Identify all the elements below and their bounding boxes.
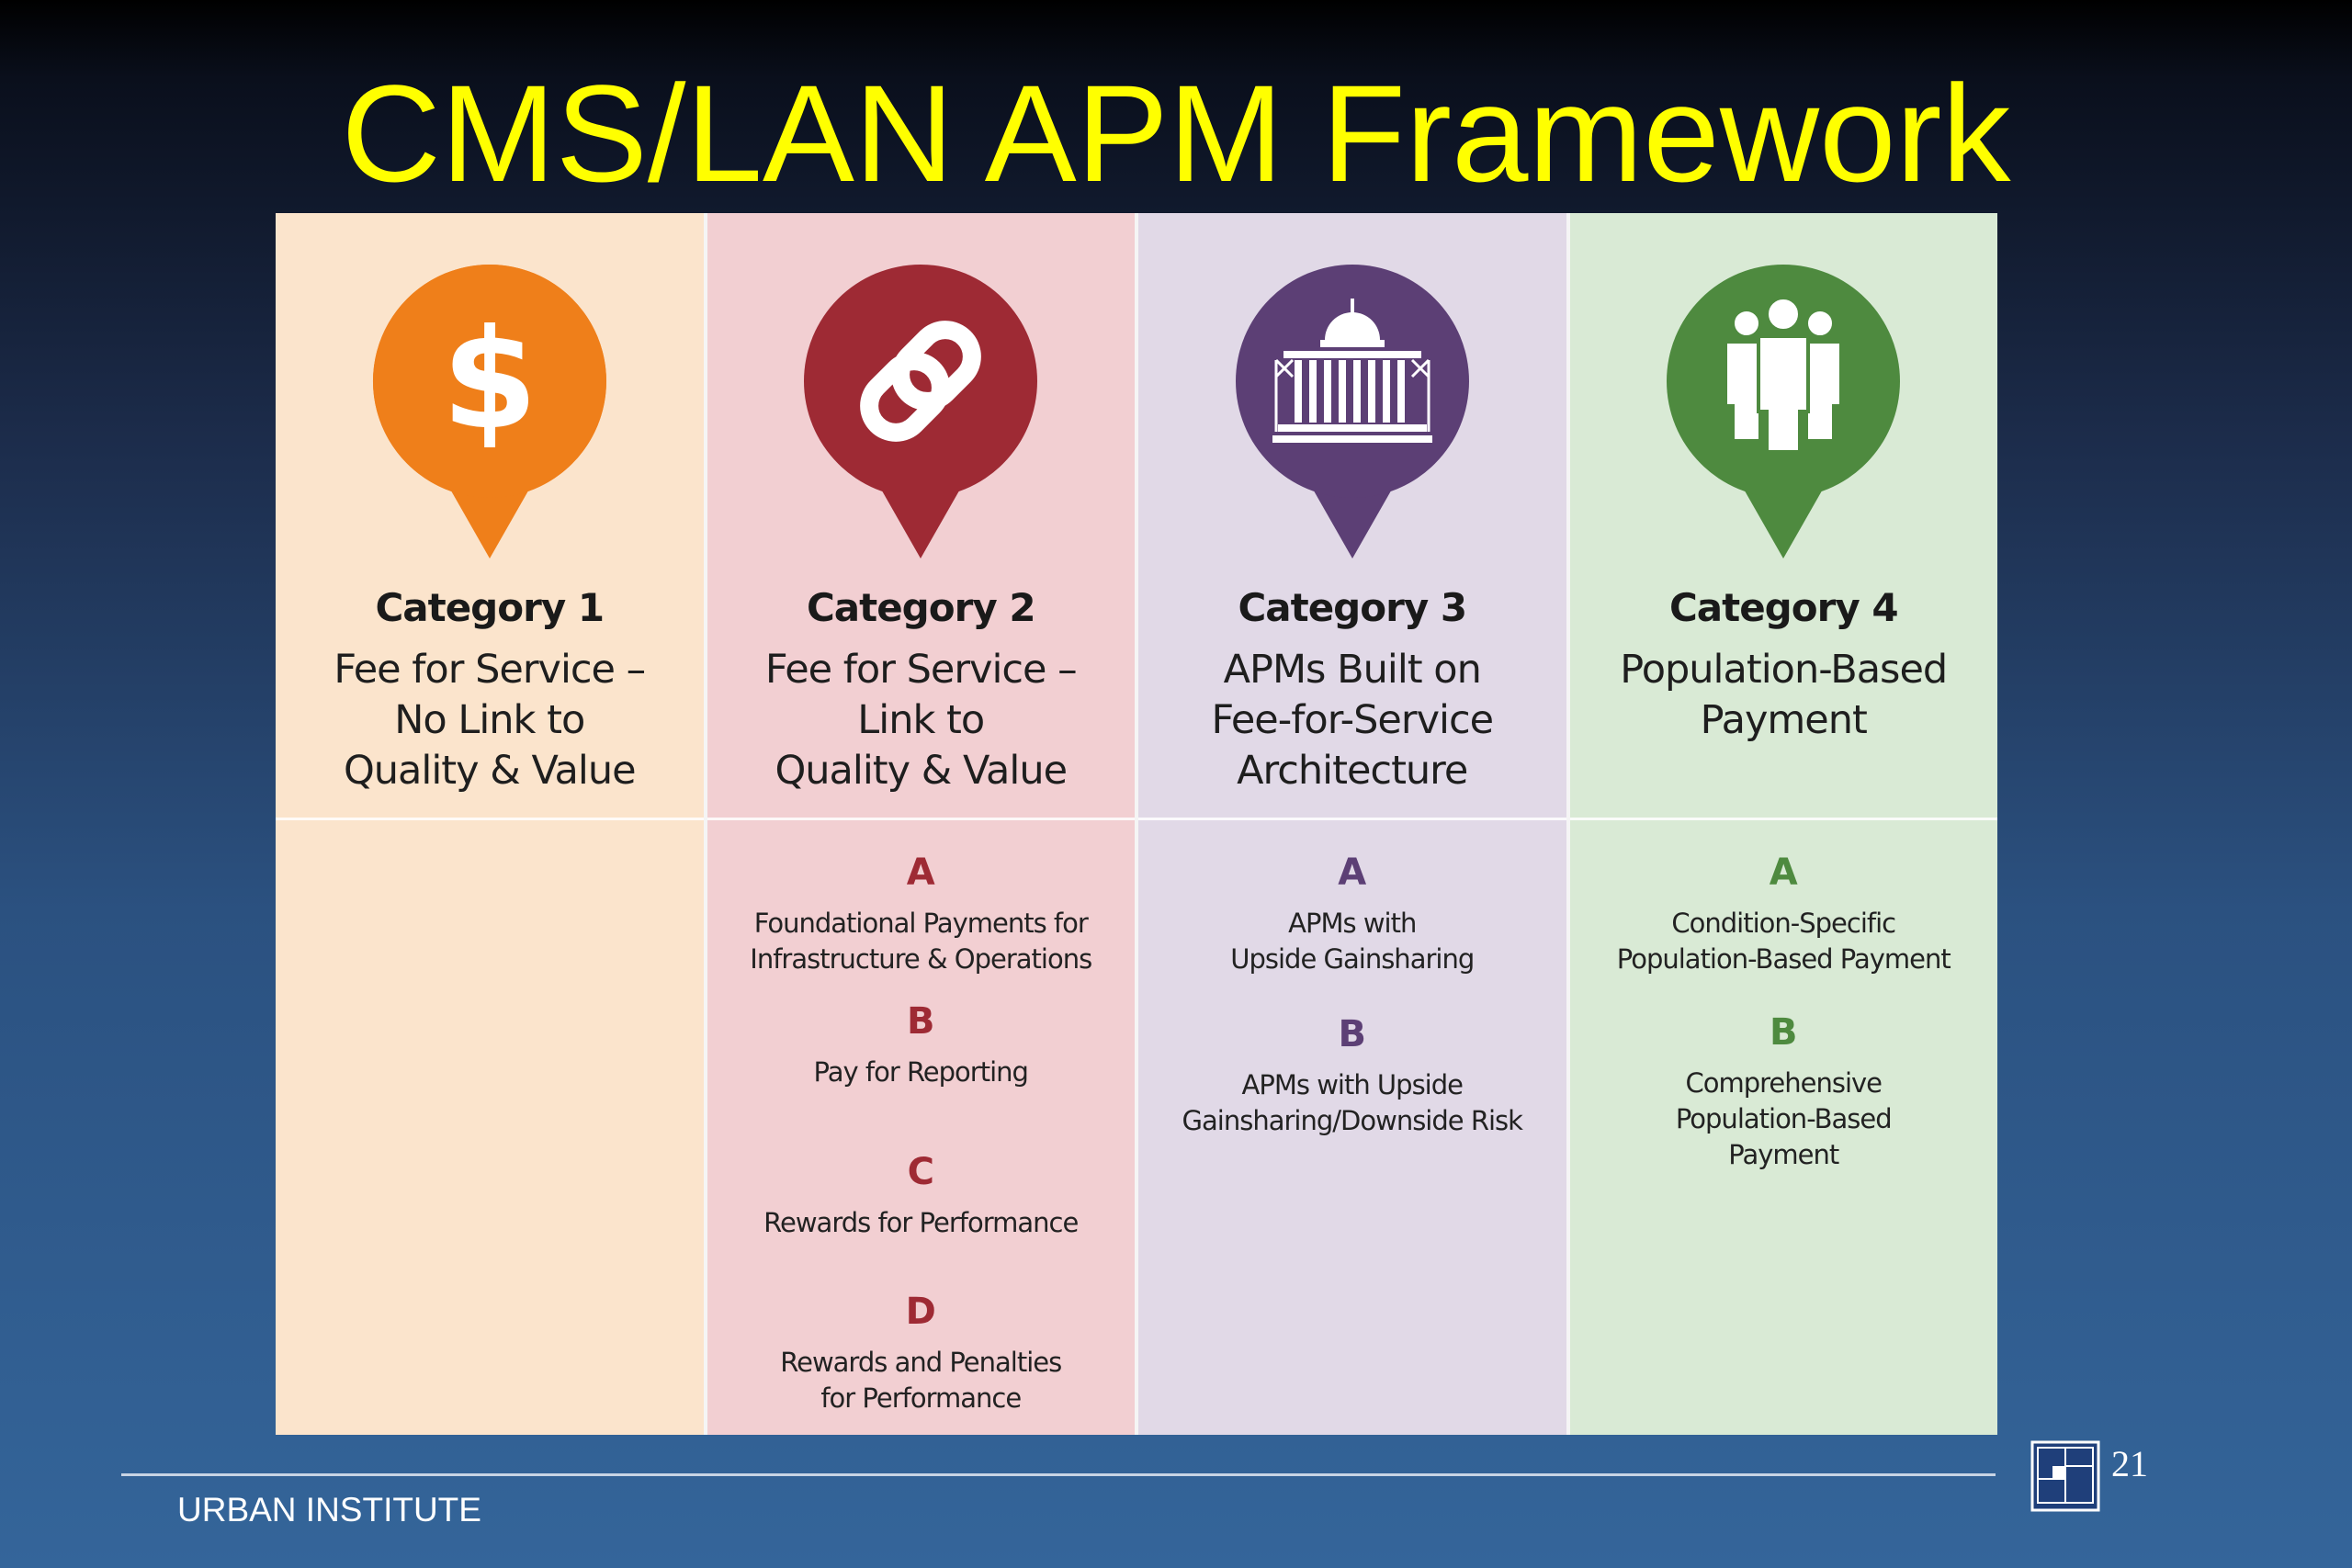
subcategory-text: Rewards for Performance [763, 1207, 1079, 1238]
apm-framework-table: $ Category 1 Fee for Service – No Link t… [276, 213, 1997, 1435]
category-3-column: Category 3 APMs Built on Fee-for-Service… [1135, 213, 1566, 1435]
page-number: 21 [2111, 1443, 2148, 1484]
category-2-column: Category 2 Fee for Service – Link to Qua… [703, 213, 1135, 1435]
chain-link-icon [797, 257, 1045, 565]
subcategory-letter: D [905, 1291, 936, 1333]
category-description: APMs Built on Fee-for-Service Architectu… [1211, 647, 1494, 794]
subcategory-text: Condition-Specific Population-Based Paym… [1616, 908, 1951, 975]
urban-institute-logo-icon [2030, 1440, 2100, 1512]
category-description: Population-Based Payment [1620, 647, 1948, 743]
subcategory-4a: A Condition-Specific Population-Based Pa… [1579, 851, 1989, 977]
capitol-building-icon [1228, 257, 1476, 565]
subcategory-text: Foundational Payments for Infrastructure… [750, 908, 1092, 975]
subcategory-letter: A [906, 852, 935, 894]
subcategory-text: APMs with Upside Gainsharing/Downside Ri… [1182, 1069, 1523, 1136]
category-1-column: $ Category 1 Fee for Service – No Link t… [276, 213, 704, 1435]
category-description: Fee for Service – No Link to Quality & V… [334, 647, 646, 794]
footer-divider [121, 1473, 1996, 1476]
subcategory-letter: B [1770, 1011, 1798, 1054]
subcategory-4b: B Comprehensive Population-Based Payment [1579, 1010, 1989, 1173]
category-heading: Category 4 [1668, 585, 1899, 630]
subcategory-letter: A [1769, 852, 1798, 894]
subcategory-letter: B [907, 1000, 935, 1043]
subcategory-text: Pay for Reporting [813, 1056, 1029, 1088]
subcategory-letter: A [1338, 852, 1367, 894]
category-heading: Category 2 [806, 585, 1036, 630]
subcategory-2c: C Rewards for Performance [717, 1150, 1126, 1241]
row-divider [1569, 818, 1997, 820]
dollar-sign-icon: $ [366, 257, 614, 565]
subcategory-2a: A Foundational Payments for Infrastructu… [717, 851, 1126, 977]
row-divider [276, 818, 704, 820]
footer-organization: URBAN INSTITUTE [177, 1491, 481, 1529]
subcategory-letter: B [1338, 1013, 1367, 1055]
subcategory-2d: D Rewards and Penalties for Performance [717, 1290, 1126, 1416]
category-heading: Category 3 [1238, 585, 1467, 630]
people-group-icon [1659, 257, 1907, 565]
svg-text:$: $ [442, 300, 537, 460]
row-divider [1138, 818, 1566, 820]
subcategory-letter: C [907, 1151, 934, 1193]
row-divider [707, 818, 1135, 820]
subcategory-text: Rewards and Penalties for Performance [780, 1347, 1062, 1414]
category-heading: Category 1 [375, 585, 605, 630]
subcategory-text: APMs with Upside Gainsharing [1230, 908, 1475, 975]
subcategory-3b: B APMs with Upside Gainsharing/Downside … [1148, 1012, 1557, 1139]
slide-title: CMS/LAN APM Framework [341, 56, 2011, 210]
category-description: Fee for Service – Link to Quality & Valu… [764, 647, 1078, 794]
category-4-column: Category 4 Population-Based Payment A Co… [1566, 213, 1997, 1435]
subcategory-2b: B Pay for Reporting [717, 999, 1126, 1090]
subcategory-3a: A APMs with Upside Gainsharing [1148, 851, 1557, 977]
subcategory-text: Comprehensive Population-Based Payment [1675, 1067, 1893, 1170]
